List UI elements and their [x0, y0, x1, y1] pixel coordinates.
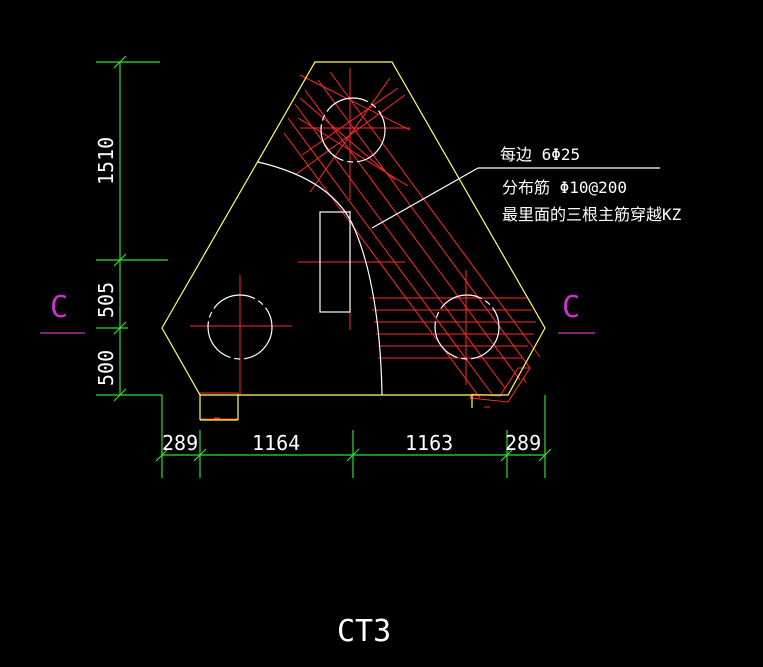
dim-label-500: 500 — [94, 350, 118, 386]
section-mark-left-label: C — [50, 290, 68, 325]
leader-line — [371, 167, 479, 229]
right-rebar-bundle — [370, 270, 536, 385]
dim-label-1164: 1164 — [252, 431, 300, 455]
rebar-annotation: 每边 6Φ25 分布筋 Φ10@200 最里面的三根主筋穿越KZ — [500, 145, 682, 224]
top-rebar-bundle — [283, 68, 541, 399]
left-rebar-end — [199, 392, 239, 420]
dimension-lines — [96, 55, 552, 478]
section-mark-right-label: C — [562, 290, 580, 325]
rebar-group — [190, 68, 541, 420]
section-break-line — [257, 161, 383, 396]
right-pile-circle — [434, 294, 500, 360]
section-mark-left: C — [40, 290, 85, 334]
section-mark-right: C — [558, 290, 595, 334]
dim-label-505: 505 — [94, 282, 118, 318]
drawing-title: CT3 — [337, 614, 391, 649]
top-pile-circle — [320, 97, 386, 163]
dim-label-1510: 1510 — [94, 137, 118, 185]
left-pile-circle — [207, 294, 273, 360]
cap-outline — [161, 61, 546, 421]
dim-label-289-right: 289 — [505, 431, 541, 455]
dim-label-1163: 1163 — [405, 431, 453, 455]
pile-group — [207, 97, 660, 396]
right-rebar-end — [469, 367, 531, 403]
horizontal-dimension-labels: 289 1164 1163 289 — [162, 431, 541, 455]
column-section — [319, 211, 351, 313]
vertical-dimension-labels: 1510 505 500 — [94, 137, 118, 386]
annotation-through-column: 最里面的三根主筋穿越KZ — [502, 205, 682, 224]
annotation-distribution-bars: 分布筋 Φ10@200 — [502, 178, 627, 197]
annotation-main-bars: 每边 6Φ25 — [500, 145, 580, 164]
dim-label-289-left: 289 — [162, 431, 198, 455]
